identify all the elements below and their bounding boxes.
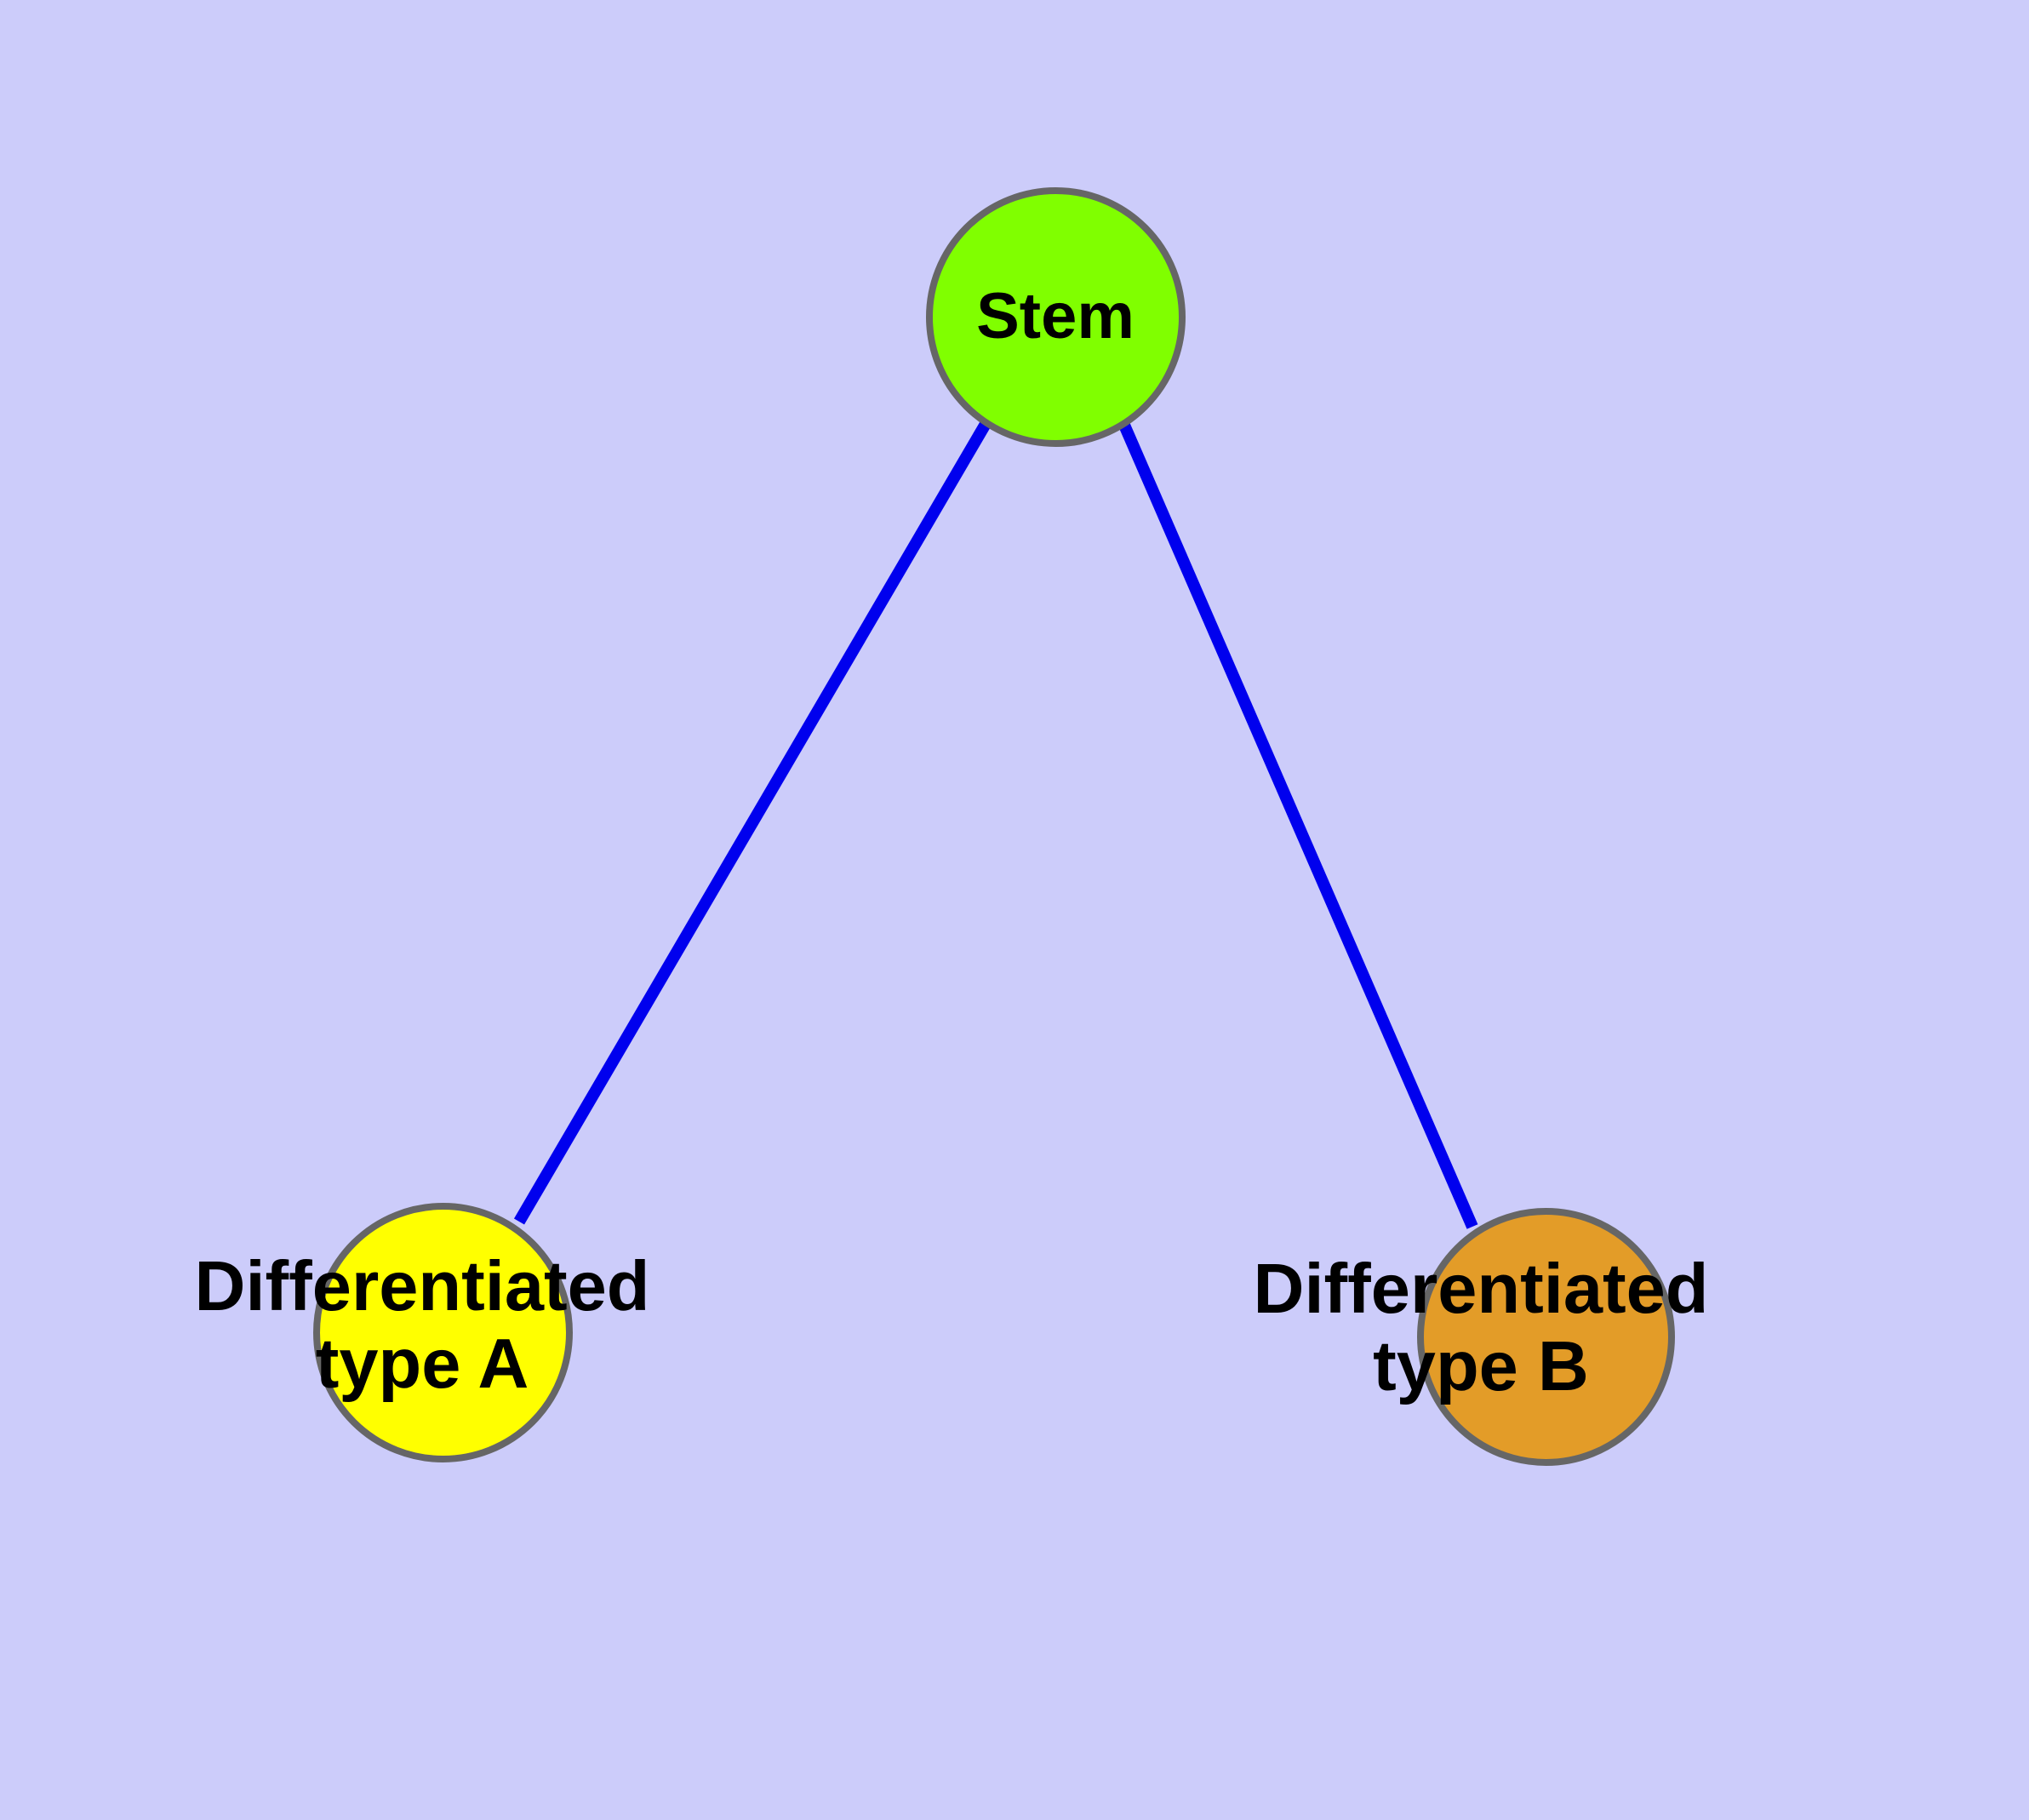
edge-stem-to-type-a xyxy=(513,421,992,1225)
edge-stem-to-type-b xyxy=(1117,421,1478,1229)
node-stem[interactable] xyxy=(926,187,1186,447)
node-differentiated-type-a[interactable] xyxy=(313,1203,573,1462)
node-differentiated-type-b[interactable] xyxy=(1417,1208,1675,1466)
